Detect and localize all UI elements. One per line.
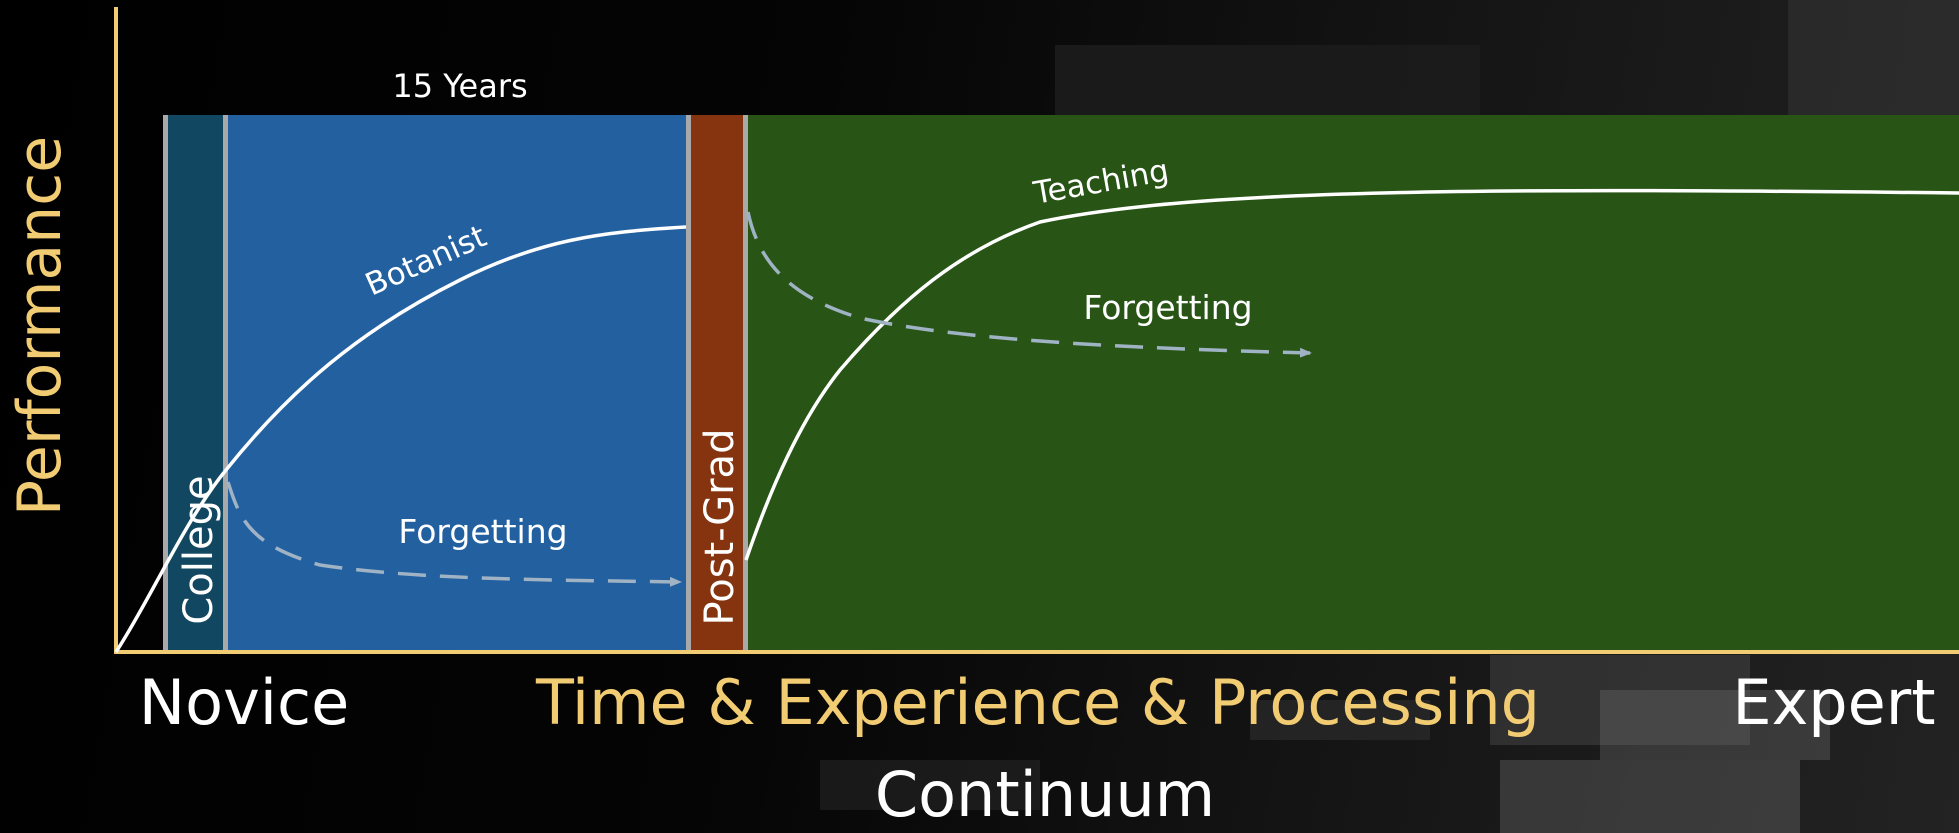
y-axis-label: Performance [5,136,75,516]
forgetting-curve-1 [226,481,682,587]
background-object [820,760,1040,810]
background-stickers [1600,690,1830,760]
college-region [165,115,225,652]
divider-line [743,115,748,652]
forgetting-label-1: Forgetting [398,512,567,551]
divider-line [163,115,168,652]
x-axis-left-label: Novice [139,666,349,739]
postgrad-label: Post-Grad [697,429,743,626]
botanist-curve [114,225,687,653]
divider-line [223,115,228,652]
background-wall-panel [1788,0,1959,115]
x-axis-center-label: Time & Experience & Processing [535,666,1540,739]
x-axis-right-label: Expert [1732,666,1935,739]
teaching-region [746,115,1959,652]
x-axis-bottom-label: Continuum [875,758,1215,831]
postgrad-region [688,115,746,652]
divider-line [686,115,691,652]
forgetting-curve-2 [746,211,1312,358]
forgetting-label-2: Forgetting [1083,288,1252,327]
background-laptop [1490,655,1750,745]
botanist-region [225,115,688,652]
college-label: College [176,475,222,624]
background-cable [1250,700,1430,740]
background-keyboard [1500,760,1800,833]
span-label: 15 Years [392,67,527,105]
background-monitor [1055,45,1480,120]
teaching-curve [744,188,1959,561]
